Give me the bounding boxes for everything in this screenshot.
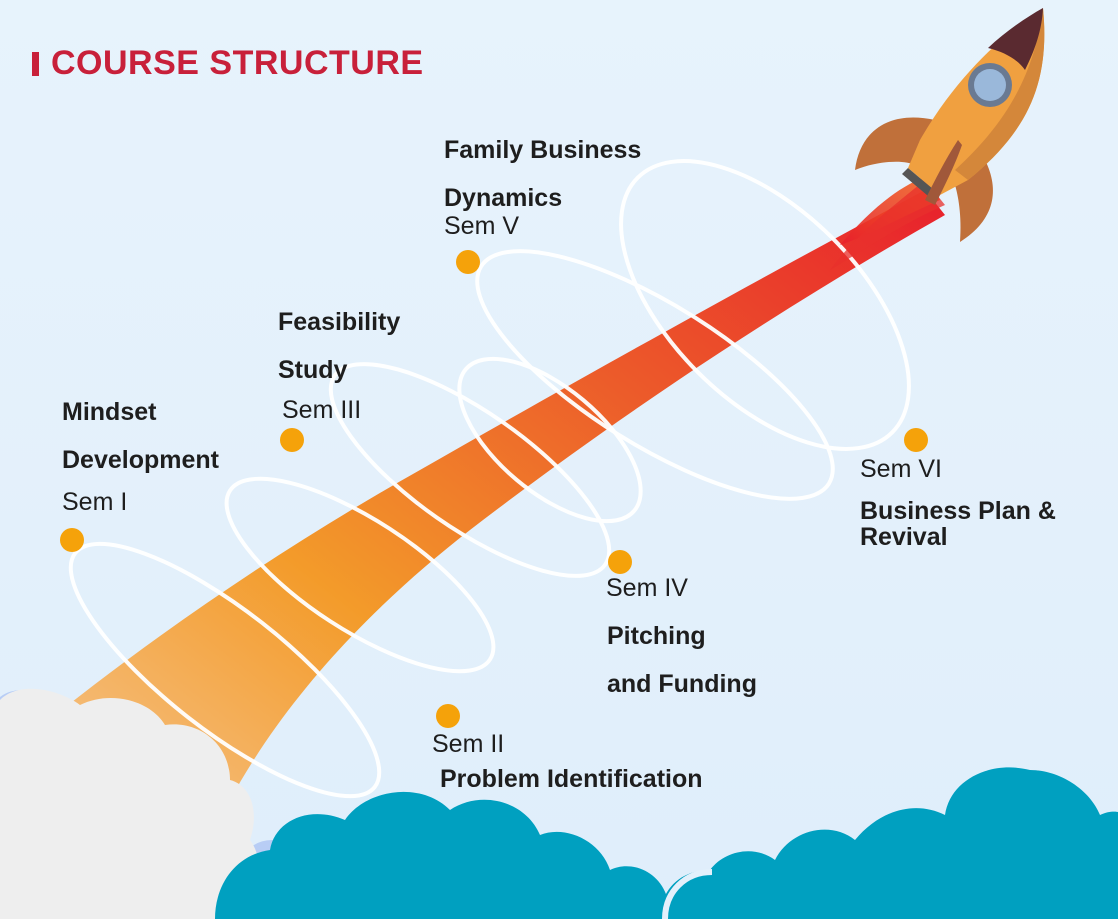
node-sem-ii [436,704,460,728]
topic-line: Business Plan & [860,497,1056,525]
stage-topic-sem-ii: Problem Identification [440,755,703,803]
rocket-flame [830,180,945,270]
orbit-ring-sem-vi [619,159,911,451]
stage-topic-sem-iii: Feasibility Study [278,298,400,394]
teal-cloud [660,767,1118,919]
topic-line: and Funding [607,670,757,698]
node-sem-v [456,250,480,274]
rocket-window-glass [974,69,1006,101]
stage-topic-sem-i: Mindset Development [62,388,219,484]
node-sem-i [60,528,84,552]
node-sem-vi [904,428,928,452]
topic-line: Family Business [444,136,642,164]
orbit-ring-sem-iv [457,356,643,524]
stage-sem-iv: Sem IV [606,574,688,602]
stage-topic-sem-vi: Business Plan & Revival [860,498,1056,550]
page-title: COURSE STRUCTURE [51,44,424,82]
rocket-trail [0,190,945,919]
topic-line: Feasibility [278,308,401,336]
stage-sem-iii: Sem III [282,396,362,424]
topic-line: Revival [860,523,948,551]
stage-sem-vi: Sem VI [860,455,942,483]
stage-sem-ii: Sem II [432,730,505,758]
topic-line: Pitching [607,622,706,650]
orbit-ring-sem-i [68,541,382,799]
white-cloud [0,688,259,919]
topic-line: Development [62,446,219,474]
stage-sem-i: Sem I [62,488,128,516]
topic-line: Mindset [62,398,157,426]
rocket-shade [955,8,1045,180]
section-heading: COURSE STRUCTURE [32,44,424,83]
teal-cloud [215,791,670,919]
node-sem-iii [280,428,304,452]
stage-topic-sem-v: Family Business Dynamics [444,126,641,222]
stage-sem-v: Sem V [444,212,520,240]
orbit-ring-sem-ii [224,476,496,674]
title-accent-bar [32,51,39,76]
orbit-ring-sem-v [475,249,835,501]
topic-line: Study [278,356,348,384]
rocket-nose [988,8,1043,70]
topic-line: Dynamics [444,184,563,212]
rocket-fin-center [925,140,962,205]
stage-topic-sem-iv: Pitching and Funding [607,612,757,708]
cloud-outline [662,869,713,919]
orbit-ring-sem-iii [328,362,612,578]
node-sem-iv [608,550,632,574]
rocket-icon [830,8,1045,270]
topic-line: Problem Identification [440,765,703,793]
